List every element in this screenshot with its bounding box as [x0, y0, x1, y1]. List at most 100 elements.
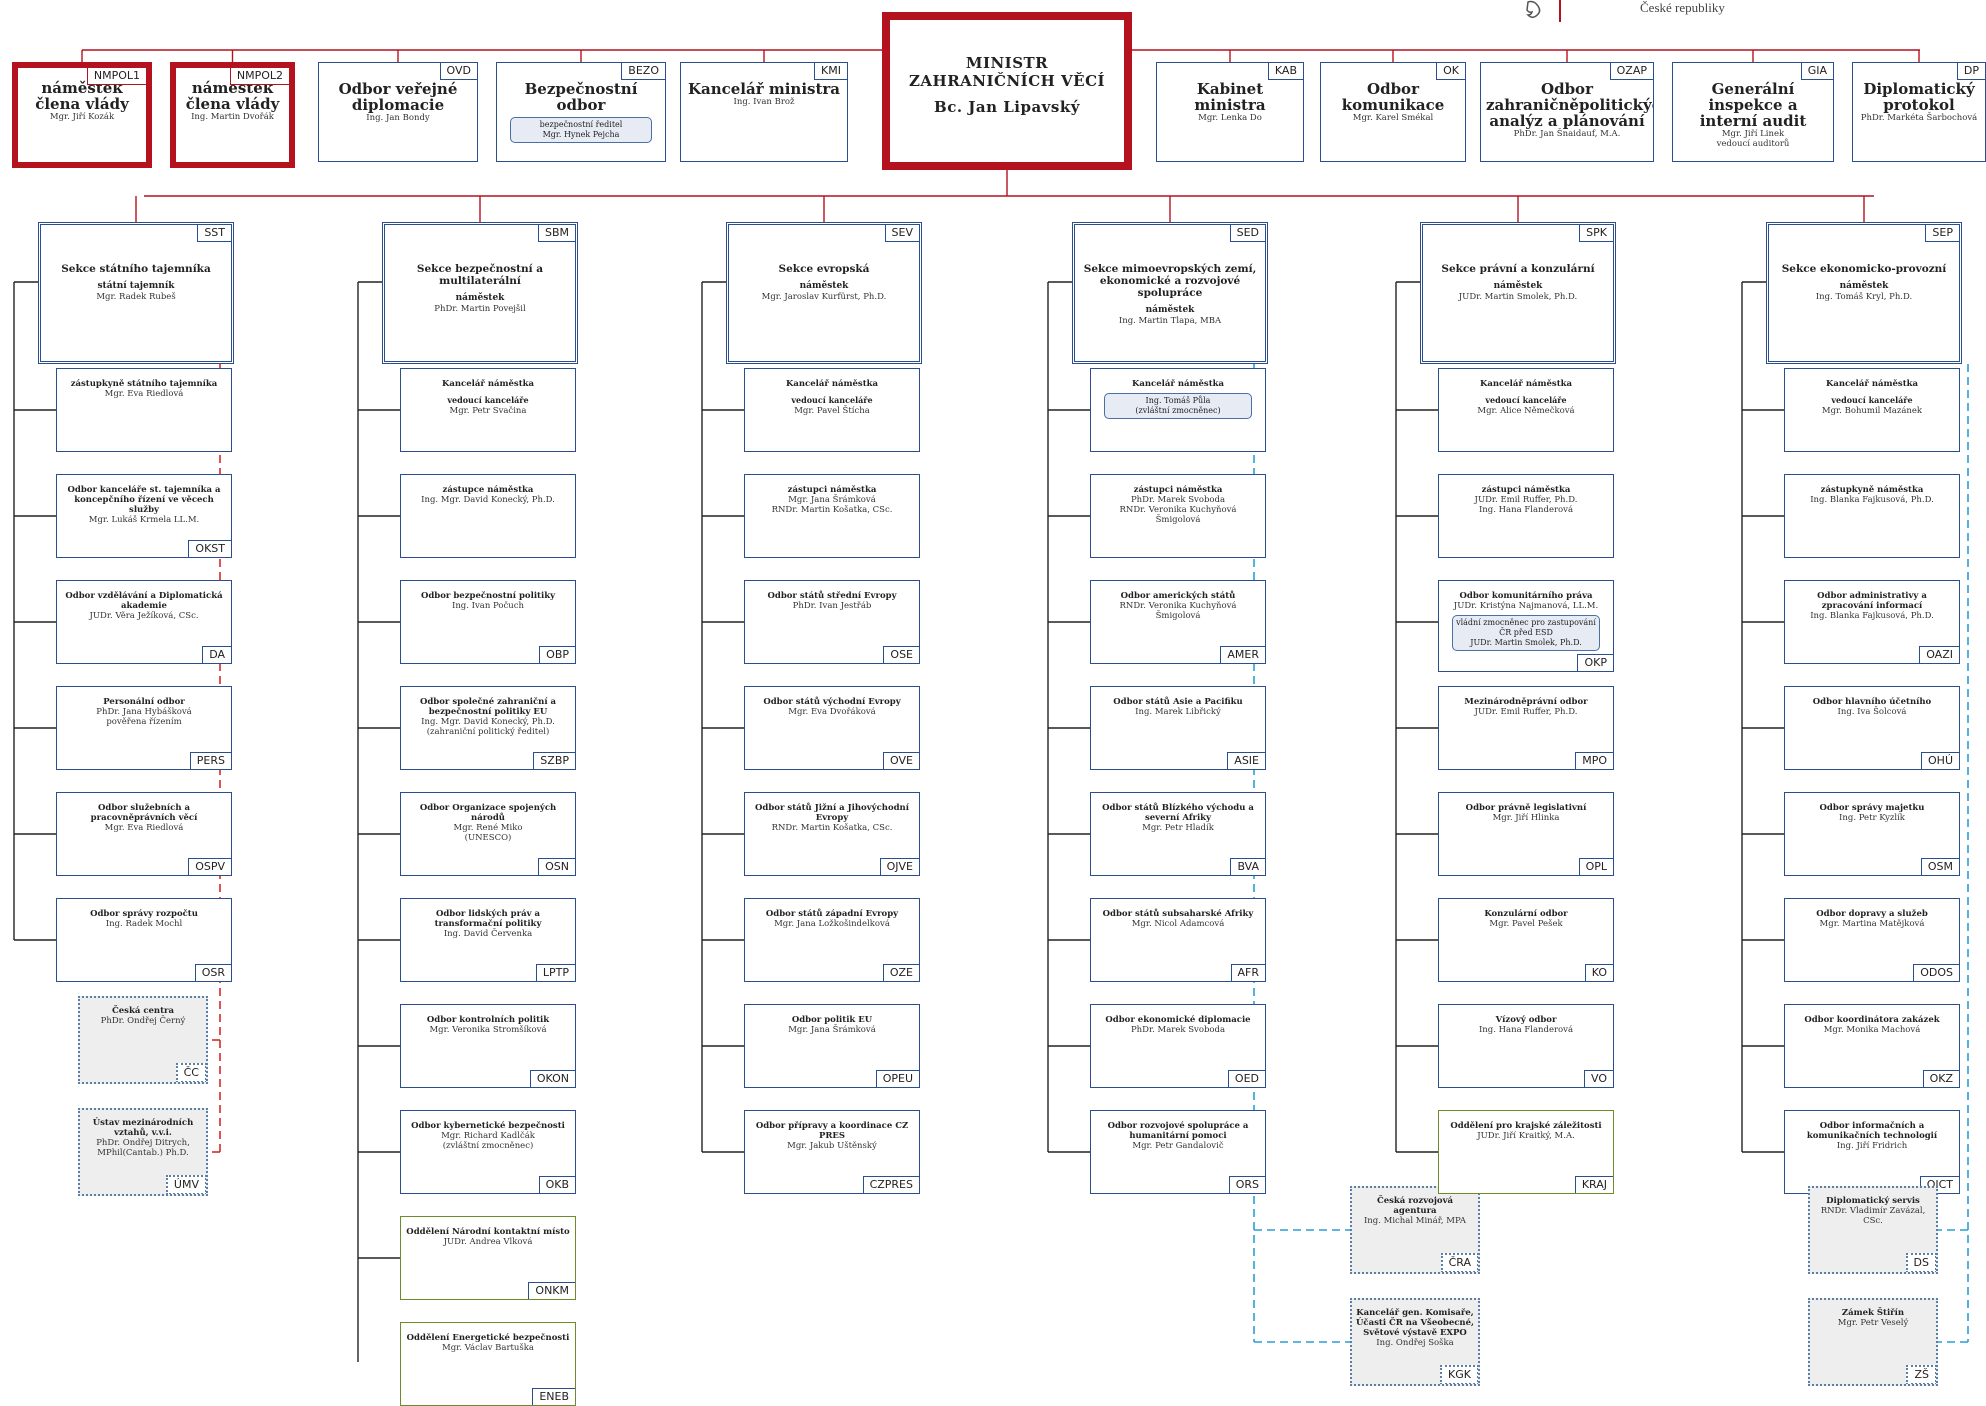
- unit-person: Ing. Jiří Fridrich: [1836, 1141, 1908, 1151]
- unit-pill: bezpečnostní ředitel Mgr. Hynek Pejcha: [510, 117, 652, 143]
- unit-title: Odbor amerických států: [1120, 591, 1236, 601]
- unit-pill: vládní zmocněnec pro zastupování ČR před…: [1452, 615, 1600, 651]
- unit-pill: Ing. Tomáš Půla (zvláštní zmocněnec): [1104, 393, 1252, 419]
- unit-person: RNDr. Martin Košatka, CSc.: [771, 823, 893, 833]
- unit-code-badge: OSM: [1920, 858, 1959, 875]
- unit-title: Odbor administrativy a zpracování inform…: [1817, 591, 1927, 611]
- unit-person: Mgr. Jiří Linek vedoucí auditorů: [1716, 129, 1790, 149]
- section-title: Sekce ekonomicko-provozní: [1781, 263, 1947, 275]
- unit-person: Mgr. Jiří Hlinka: [1492, 813, 1560, 823]
- unit-person: Mgr. Richard Kadlčák (zvláštní zmocněnec…: [441, 1131, 535, 1151]
- unit-person: RNDr. Veronika Kuchyňová Šmigolová: [1119, 601, 1237, 621]
- unit-role: vedoucí kanceláře: [1485, 395, 1567, 405]
- unit-person: Mgr. Eva Riedlová: [104, 389, 184, 399]
- satellite-code-badge: KGK: [1440, 1365, 1478, 1384]
- unit-title: Odbor ekonomické diplomacie: [1105, 1015, 1251, 1025]
- unit-code-badge: OED: [1227, 1070, 1265, 1087]
- unit-person: Mgr. Pavel Pešek: [1489, 919, 1563, 929]
- unit-title: Odbor hlavního účetního: [1812, 697, 1932, 707]
- spacer: [895, 90, 1119, 98]
- unit-title: zástupce náměstka: [442, 485, 534, 495]
- satellite-title: Diplomatický servis: [1826, 1196, 1920, 1206]
- unit-title: zástupkyně státního tajemníka: [70, 379, 218, 389]
- unit-person: Ing. David Červenka: [443, 929, 533, 939]
- unit-code-badge: OZAP: [1609, 63, 1653, 80]
- unit-title: Oddělení Energetické bezpečnosti: [406, 1333, 570, 1343]
- satellite-person: PhDr. Ondřej Ditrych, MPhil(Cantab.) Ph.…: [96, 1138, 190, 1158]
- section-person: PhDr. Martin Povejšil: [434, 304, 526, 314]
- unit-title: Odbor rozvojové spolupráce a humanitární…: [1107, 1121, 1249, 1141]
- satellite-title: Ústav mezinárodních vztahů, v.v.i.: [92, 1118, 194, 1138]
- unit-code-badge: OPL: [1578, 858, 1613, 875]
- minister-title-line1: MINISTR: [965, 54, 1049, 72]
- unit-person: Ing. Blanka Fajkusová, Ph.D.: [1810, 611, 1934, 621]
- section-code-badge: SST: [197, 225, 231, 242]
- section-code-badge: SBM: [537, 225, 575, 242]
- section-code-badge: SEP: [1925, 225, 1959, 242]
- unit-code-badge: KAB: [1267, 63, 1303, 80]
- unit-role: vedoucí kanceláře: [447, 395, 529, 405]
- unit-code-badge: PERS: [189, 752, 231, 769]
- unit-person: PhDr. Ivan Jestřáb: [792, 601, 872, 611]
- unit-person: JUDr. Emil Ruffer, Ph.D.: [1474, 707, 1578, 717]
- unit-title: Odbor kanceláře st. tajemníka a koncepčn…: [67, 485, 221, 515]
- unit-code-badge: ENEB: [532, 1388, 575, 1405]
- unit-person: JUDr. Věra Ježíková, CSc.: [89, 611, 199, 621]
- unit-person: Mgr. Lukáš Krmela LL.M.: [88, 515, 200, 525]
- unit-person: PhDr. Marek Svoboda RNDr. Veronika Kuchy…: [1119, 495, 1237, 525]
- unit-code-badge: OPEU: [875, 1070, 919, 1087]
- section-person: Mgr. Radek Rubeš: [96, 292, 176, 302]
- unit-person: Mgr. Eva Riedlová: [104, 823, 184, 833]
- satellite-title: Kancelář gen. Komisaře, Účasti ČR na Vše…: [1356, 1308, 1474, 1338]
- unit-title: Odbor komunikace: [1341, 80, 1445, 114]
- unit-code-badge: OHÚ: [1921, 752, 1959, 769]
- unit-person: Ing. Marek Libřický: [1135, 707, 1221, 717]
- section-title: Sekce mimoevropských zemí, ekonomické a …: [1083, 263, 1257, 299]
- unit-person: JUDr. Emil Ruffer, Ph.D. Ing. Hana Fland…: [1474, 495, 1578, 515]
- unit-title: zástupci náměstka: [787, 485, 877, 495]
- satellite-code-badge: ČC: [175, 1063, 206, 1082]
- unit-code-badge: ASIE: [1227, 752, 1265, 769]
- unit-code-badge: OZE: [882, 964, 919, 981]
- unit-title: Kancelář náměstka: [1825, 379, 1919, 389]
- unit-title: Odbor států západní Evropy: [765, 909, 899, 919]
- section-person: JUDr. Martin Smolek, Ph.D.: [1458, 292, 1578, 302]
- unit-title: Generální inspekce a interní audit: [1699, 80, 1807, 130]
- satellite-person: RNDr. Vladimír Zavázal, CSc.: [1820, 1206, 1926, 1226]
- section-title: Sekce bezpečnostní a multilaterální: [416, 263, 544, 287]
- unit-code-badge: DA: [202, 646, 231, 663]
- unit-lptp: Odbor lidských práv a transformační poli…: [400, 898, 576, 982]
- unit-code-badge: OKON: [529, 1070, 575, 1087]
- unit-bva: Odbor států Blízkého východu a severní A…: [1090, 792, 1266, 876]
- unit-oazi: Odbor administrativy a zpracování inform…: [1784, 580, 1960, 664]
- unit-person: PhDr. Jana Hybášková pověřena řízením: [96, 707, 192, 727]
- unit-code-badge: ORS: [1228, 1176, 1265, 1193]
- unit-title: Odbor států Jižní a Jihovýchodní Evropy: [755, 803, 909, 823]
- satellite-person: Ing. Michal Minář, MPA: [1363, 1216, 1467, 1226]
- unit-code-badge: OVD: [439, 63, 477, 80]
- section-role: náměstek: [1839, 281, 1889, 291]
- unit-code-badge: CZPRES: [862, 1176, 919, 1193]
- unit-code-badge: OVE: [883, 752, 919, 769]
- unit-title: zástupci náměstka: [1481, 485, 1571, 495]
- unit-title: Odbor přípravy a koordinace CZ PRES: [755, 1121, 909, 1141]
